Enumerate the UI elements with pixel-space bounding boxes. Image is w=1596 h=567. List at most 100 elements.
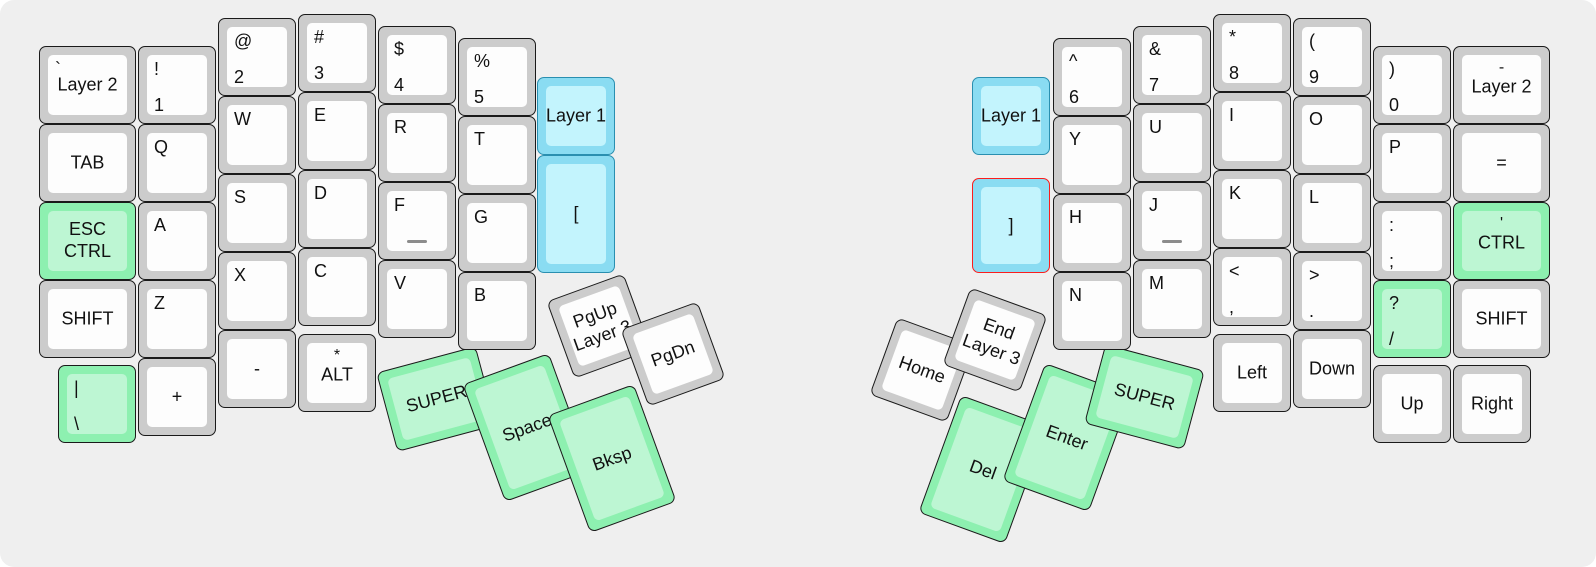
key-l[interactable]: L [1293,174,1371,252]
key-left-arrow[interactable]: Left [1213,334,1291,412]
key-w[interactable]: W [218,96,296,174]
key-lt-comma[interactable]: <, [1213,248,1291,326]
key-paren-0[interactable]: )0 [1373,46,1451,124]
key-t[interactable]: T [458,116,536,194]
legend-top-z: Z [154,293,165,313]
key-shift-left[interactable]: SHIFT [39,280,136,358]
key-z[interactable]: Z [138,280,216,358]
keycap-x: X [227,261,287,321]
key-tab[interactable]: TAB [39,124,136,202]
keycap-r: R [387,113,447,173]
key-layer1-right[interactable]: Layer 1 [972,77,1050,155]
keycap-shift-right: SHIFT [1462,289,1541,349]
key-up-arrow[interactable]: Up [1373,365,1451,443]
key-at-2[interactable]: @2 [218,18,296,96]
key-quote-ctrl[interactable]: 'CTRL [1453,202,1550,280]
key-grave-layer2[interactable]: `Layer 2 [39,46,136,124]
keycap-star-alt: *ALT [307,343,367,403]
keycap-super-right: SUPER [1095,355,1194,439]
key-question-slash[interactable]: ?/ [1373,280,1451,358]
keycap-shift-left: SHIFT [48,289,127,349]
keycap-left-arrow: Left [1222,343,1282,403]
legend-top-f: F [394,195,405,215]
key-j[interactable]: J [1133,182,1211,260]
key-m[interactable]: M [1133,260,1211,338]
key-dollar-4[interactable]: $4 [378,26,456,104]
legend-center-up-arrow: Up [1400,393,1424,414]
keycap-pipe-backslash: |\ [67,374,127,434]
key-g[interactable]: G [458,194,536,272]
key-e[interactable]: E [298,92,376,170]
legend-top-u: U [1149,117,1162,137]
legend-center-super-right: SUPER [1112,378,1178,415]
key-colon-semi[interactable]: :; [1373,202,1451,280]
key-s[interactable]: S [218,174,296,252]
legend-bottom-percent-5: 5 [474,87,485,107]
key-x[interactable]: X [218,252,296,330]
keycap-z: Z [147,289,207,349]
key-n[interactable]: N [1053,272,1131,350]
legend-center-tab: TAB [70,152,105,173]
legend-center-minus-layer2: Layer 2 [1471,76,1532,97]
legend-bottom-hash-3: 3 [314,63,325,83]
key-esc-ctrl[interactable]: ESC CTRL [39,202,136,280]
legend-top-l: L [1309,187,1320,207]
keycap-right-arrow: Right [1462,374,1522,434]
key-hash-3[interactable]: #3 [298,14,376,92]
key-a[interactable]: A [138,202,216,280]
key-k[interactable]: K [1213,170,1291,248]
keycap-n: N [1062,281,1122,341]
keycap-g: G [467,203,527,263]
keycap-s: S [227,183,287,243]
key-layer1-left[interactable]: Layer 1 [537,77,615,155]
key-percent-5[interactable]: %5 [458,38,536,116]
key-p[interactable]: P [1373,124,1451,202]
keycap-gt-period: >. [1302,261,1362,321]
legend-mini-minus-layer2: - [1498,59,1505,76]
key-f[interactable]: F [378,182,456,260]
legend-center-bracket-right: ] [1008,215,1014,236]
key-equals[interactable]: = [1453,124,1550,202]
key-v[interactable]: V [378,260,456,338]
key-excl-1[interactable]: !1 [138,46,216,124]
key-gt-period[interactable]: >. [1293,252,1371,330]
key-caret-6[interactable]: ^6 [1053,38,1131,116]
key-pipe-backslash[interactable]: |\ [58,365,136,443]
keycap-esc-ctrl: ESC CTRL [48,211,127,271]
key-r[interactable]: R [378,104,456,182]
key-o[interactable]: O [1293,96,1371,174]
key-h[interactable]: H [1053,194,1131,272]
keycap-asterisk-8: *8 [1222,23,1282,83]
keycap-equals: = [1462,133,1541,193]
key-bracket-left[interactable]: [ [537,155,615,273]
keycap-m: M [1142,269,1202,329]
legend-bottom-caret-6: 6 [1069,87,1080,107]
keycap-excl-1: !1 [147,55,207,115]
key-amp-7[interactable]: &7 [1133,26,1211,104]
legend-top-n: N [1069,285,1082,305]
key-minus-layer2[interactable]: -Layer 2 [1453,46,1550,124]
key-c[interactable]: C [298,248,376,326]
key-shift-right[interactable]: SHIFT [1453,280,1550,358]
key-b[interactable]: B [458,272,536,350]
key-plus[interactable]: + [138,358,216,436]
key-q[interactable]: Q [138,124,216,202]
key-minus-left[interactable]: - [218,330,296,408]
key-asterisk-8[interactable]: *8 [1213,14,1291,92]
legend-top-gt-period: > [1309,265,1320,285]
legend-top-amp-7: & [1149,39,1162,59]
key-d[interactable]: D [298,170,376,248]
key-paren-9[interactable]: (9 [1293,18,1371,96]
legend-bottom-question-slash: / [1389,329,1395,349]
legend-bottom-amp-7: 7 [1149,75,1160,95]
key-star-alt[interactable]: *ALT [298,334,376,412]
key-i[interactable]: I [1213,92,1291,170]
key-u[interactable]: U [1133,104,1211,182]
key-y[interactable]: Y [1053,116,1131,194]
legend-center-pgdn: PgDn [648,336,698,371]
legend-top-p: P [1389,137,1402,157]
legend-center-bracket-left: [ [573,203,579,224]
key-right-arrow[interactable]: Right [1453,365,1531,443]
key-bracket-right[interactable]: ] [972,178,1050,273]
key-down-arrow[interactable]: Down [1293,330,1371,408]
